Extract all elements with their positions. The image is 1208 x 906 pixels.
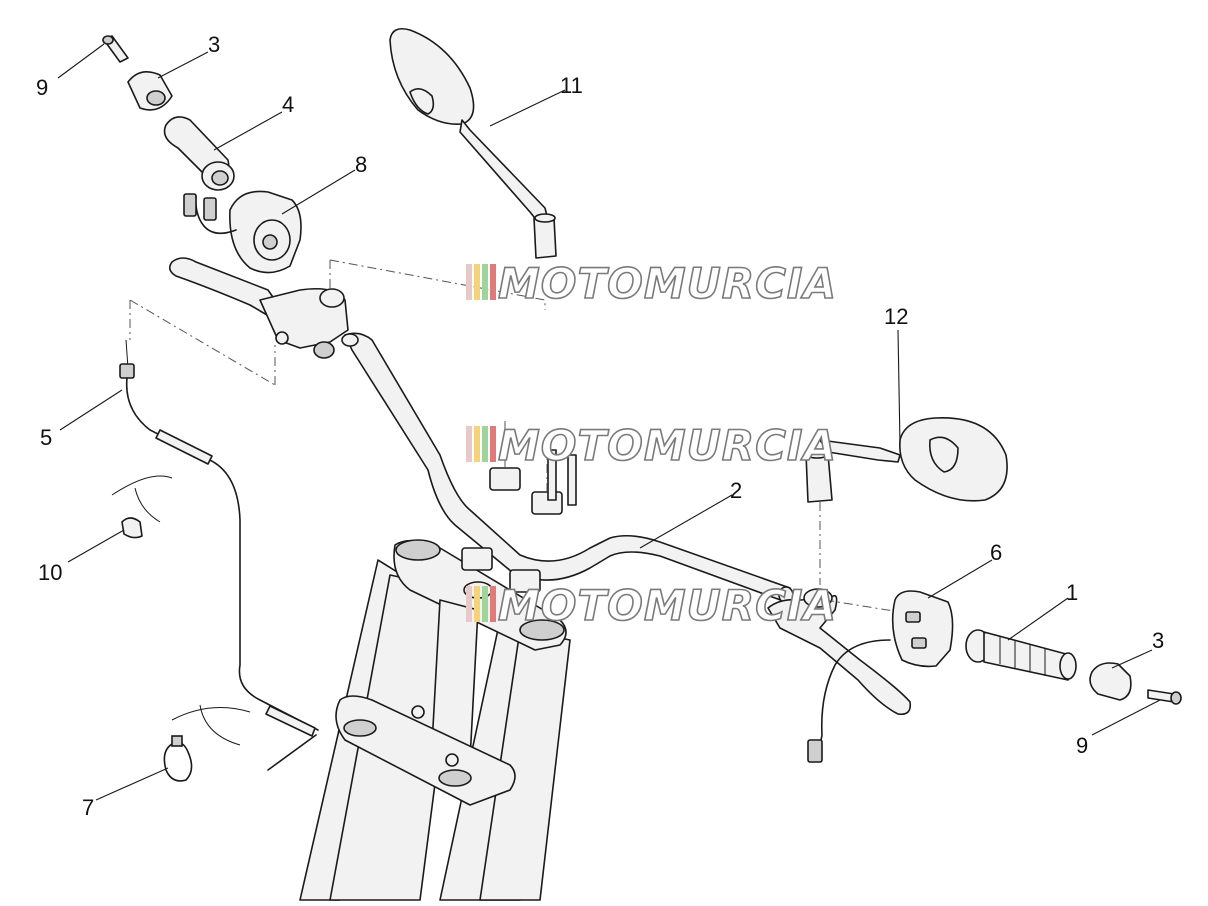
callout-4: 4	[282, 92, 294, 117]
callout-9-right: 9	[1076, 733, 1088, 758]
watermark-middle: MOTOMURCIA	[466, 420, 837, 471]
cable-clip	[111, 475, 173, 539]
callout-labels: 9 3 4 8 11 5 10 7 2 12 6 1 3 9	[36, 32, 1164, 820]
callout-7: 7	[82, 795, 94, 820]
choke-cable	[119, 339, 319, 771]
right-switch-housing	[891, 590, 954, 668]
callout-9-left: 9	[36, 75, 48, 100]
callout-8: 8	[355, 152, 367, 177]
callout-11: 11	[560, 73, 583, 98]
callout-5: 5	[40, 425, 52, 450]
right-mirror	[805, 417, 1008, 585]
cable-tie	[163, 704, 251, 782]
left-mirror	[389, 27, 557, 259]
right-bar-end-weight	[1089, 662, 1132, 701]
callout-1: 1	[1066, 580, 1078, 605]
right-lever-assembly	[767, 588, 912, 763]
watermark-text: MOTOMURCIA	[498, 581, 837, 630]
right-grip	[965, 629, 1077, 681]
left-bar-end-weight	[127, 70, 173, 111]
left-switch-housing	[183, 190, 302, 274]
left-bar-end-screw	[102, 35, 129, 63]
leader-lines	[57, 43, 1161, 801]
callout-3-right: 3	[1152, 628, 1164, 653]
callout-2: 2	[730, 478, 742, 503]
callout-3-left: 3	[208, 32, 220, 57]
left-grip	[163, 116, 235, 191]
watermark-text: MOTOMURCIA	[498, 421, 837, 470]
left-lever-assembly	[129, 257, 546, 386]
watermark-top: MOTOMURCIA	[466, 258, 837, 309]
right-bar-end-screw	[1147, 689, 1182, 705]
callout-12: 12	[884, 304, 908, 329]
handlebar-clamps	[461, 420, 577, 593]
front-fork	[299, 539, 571, 901]
watermark-bottom: MOTOMURCIA	[466, 580, 837, 631]
callout-6: 6	[990, 540, 1002, 565]
watermark-text: MOTOMURCIA	[498, 259, 837, 308]
callout-10: 10	[38, 560, 62, 585]
